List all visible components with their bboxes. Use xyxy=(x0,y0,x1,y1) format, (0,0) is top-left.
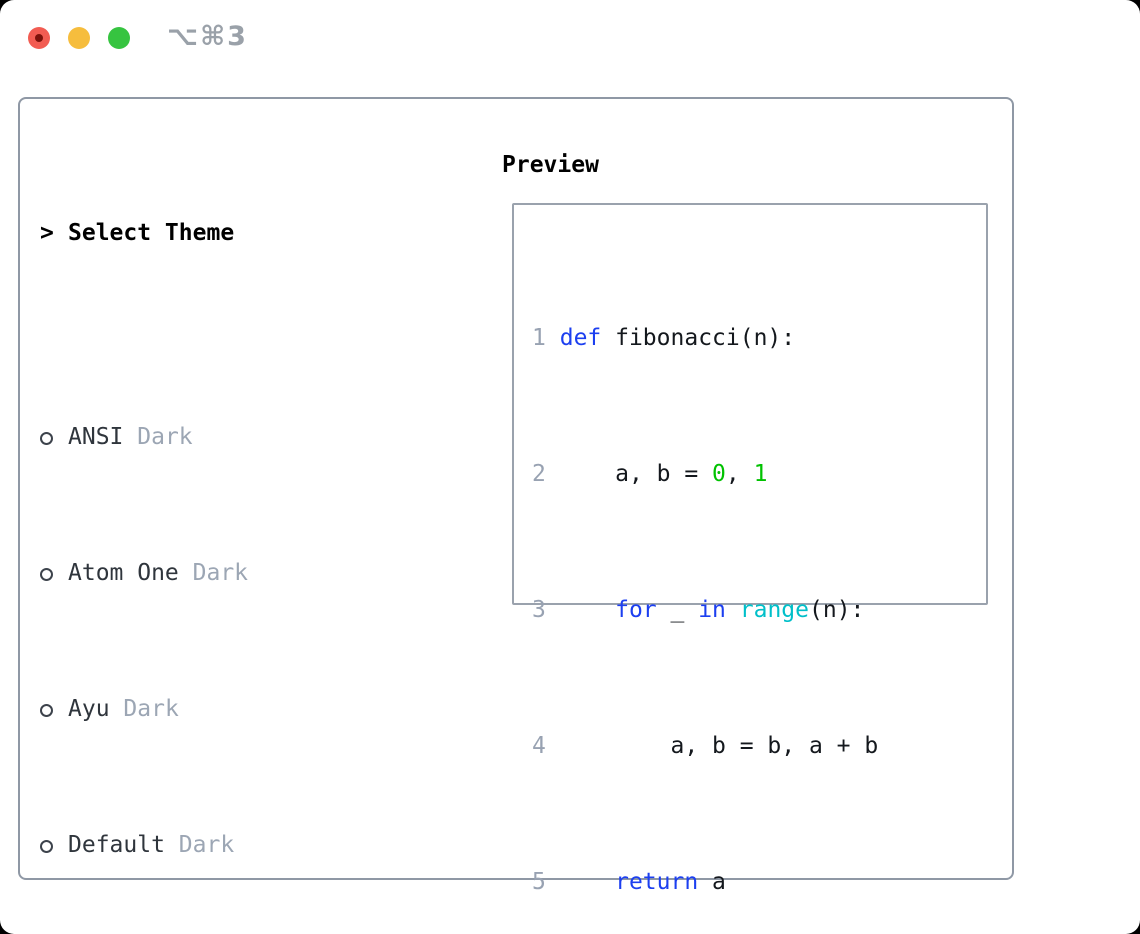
minimize-button[interactable] xyxy=(68,27,90,49)
select-theme-header: > Select Theme xyxy=(40,216,475,250)
token-plain: (n): xyxy=(809,597,865,623)
line-content: a, b = b, a + b xyxy=(559,733,879,759)
token-kw: for xyxy=(615,597,657,623)
theme-option[interactable]: Atom One Dark xyxy=(40,556,475,590)
token-num: 0 xyxy=(712,461,726,487)
theme-option[interactable]: ANSI Dark xyxy=(40,420,475,454)
token-plain: a, b = b, a + b xyxy=(559,733,879,759)
token-plain: , xyxy=(725,461,754,487)
traffic-lights xyxy=(28,27,130,49)
token-kw: in xyxy=(698,597,726,623)
name-tag-gap xyxy=(179,560,193,586)
theme-option-name: ANSI xyxy=(68,424,124,450)
line-content: return a xyxy=(560,869,726,895)
cursor-marker: > xyxy=(40,220,54,246)
theme-option[interactable]: Default Dark xyxy=(40,828,475,862)
name-tag-gap xyxy=(123,424,137,450)
maximize-button[interactable] xyxy=(108,27,130,49)
name-tag-gap xyxy=(165,832,179,858)
line-content: a, b = 0, 1 xyxy=(559,461,768,487)
line-number-gap xyxy=(546,597,560,623)
line-number: 4 xyxy=(532,733,546,759)
token-kw: return xyxy=(615,869,699,895)
line-number-gap xyxy=(546,325,560,351)
theme-option-name: Ayu xyxy=(68,696,110,722)
token-plain: fibonacci(n): xyxy=(601,325,796,351)
token-plain: a, b = xyxy=(559,461,713,487)
token-plain xyxy=(726,597,740,623)
theme-option-name: Default xyxy=(68,832,165,858)
code-line: 2 a, b = 0, 1 xyxy=(532,457,947,491)
select-theme-header-label: Select Theme xyxy=(68,220,235,246)
radio-icon xyxy=(40,828,68,862)
name-tag-gap xyxy=(110,696,124,722)
token-plain xyxy=(560,597,615,623)
theme-option-tag: Dark xyxy=(192,560,249,586)
radio-icon xyxy=(40,556,68,590)
theme-option-tag: Dark xyxy=(178,832,235,858)
token-plain xyxy=(560,869,615,895)
theme-option-tag: Dark xyxy=(123,696,179,722)
line-number-gap xyxy=(546,733,560,759)
close-button[interactable] xyxy=(28,27,50,49)
code-line: 1 def fibonacci(n): xyxy=(532,321,947,355)
title-bar: ⌥⌘3 xyxy=(0,0,1140,76)
line-number: 2 xyxy=(532,461,546,487)
radio-icon xyxy=(40,420,68,454)
line-number: 3 xyxy=(532,597,546,623)
theme-option[interactable]: Ayu Dark xyxy=(40,692,475,726)
line-number-gap xyxy=(546,461,560,487)
theme-option-tag: Dark xyxy=(137,424,193,450)
line-number-gap xyxy=(546,869,560,895)
preview-pane: 1 def fibonacci(n): 2 a, b = 0, 1 3 for … xyxy=(512,203,988,895)
line-number: 1 xyxy=(532,325,546,351)
theme-picker-panel: > Select Theme ANSI Dark Atom One Dark Ay… xyxy=(18,97,1014,895)
line-content: def fibonacci(n): xyxy=(560,325,795,351)
token-num: 1 xyxy=(753,461,768,487)
theme-option-name: Atom One xyxy=(68,560,179,586)
code-line: 3 for _ in range(n): xyxy=(532,593,947,627)
theme-list: > Select Theme ANSI Dark Atom One Dark Ay… xyxy=(40,148,475,934)
token-plain: a xyxy=(698,869,726,895)
preview-title: Preview xyxy=(502,152,599,178)
line-content: for _ in range(n): xyxy=(560,597,865,623)
code-line: 4 a, b = b, a + b xyxy=(532,729,947,763)
token-builtin: range xyxy=(739,597,810,623)
line-number: 5 xyxy=(532,869,546,895)
token-plain: _ xyxy=(656,597,699,623)
code-line: 5 return a xyxy=(532,865,947,899)
radio-icon xyxy=(40,692,68,726)
window-shortcut-label: ⌥⌘3 xyxy=(167,21,248,52)
code-preview: 1 def fibonacci(n): 2 a, b = 0, 1 3 for … xyxy=(532,253,947,934)
token-kw: def xyxy=(559,325,602,351)
